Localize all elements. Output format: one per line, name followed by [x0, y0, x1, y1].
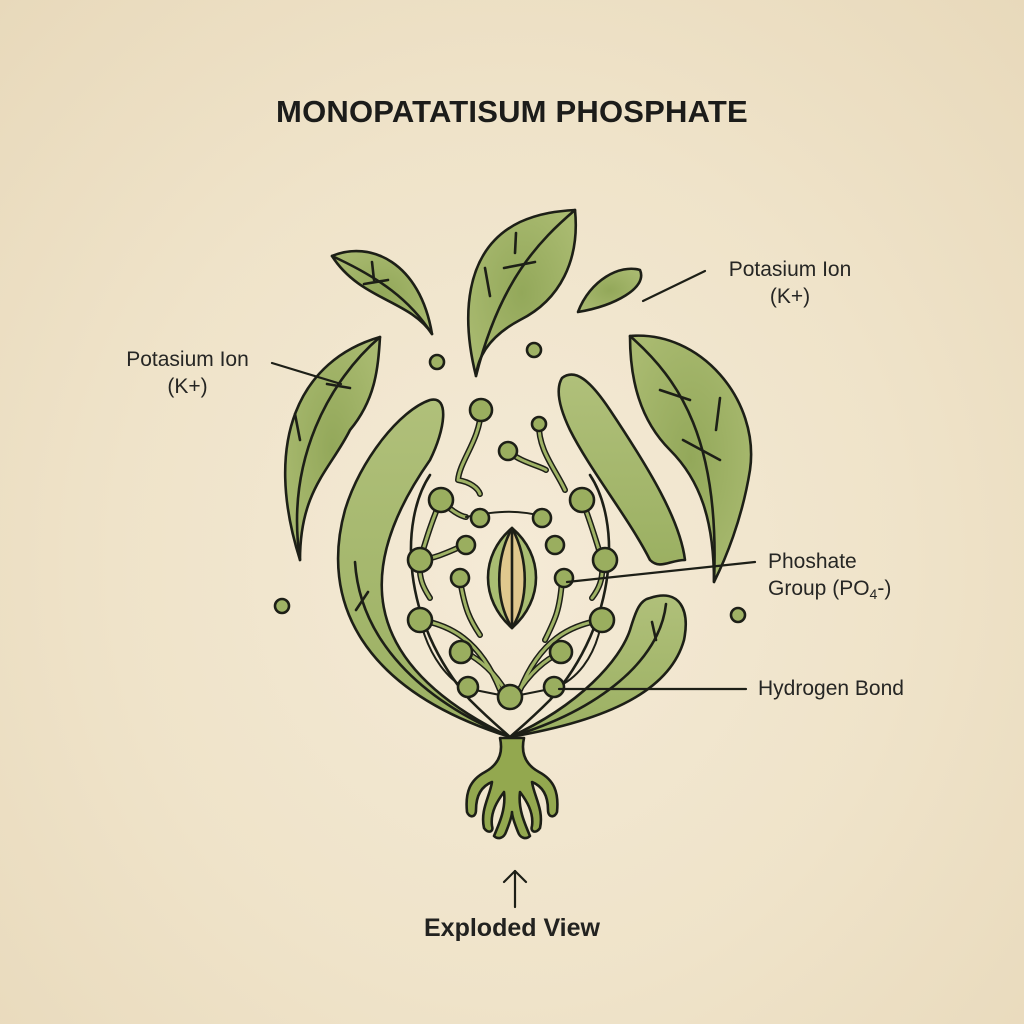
- leader-lines: [270, 269, 757, 691]
- petal-right-elongated: [557, 373, 687, 566]
- leaf-left-outer: [283, 335, 382, 562]
- leaf-small-teardrop: [576, 267, 643, 314]
- label-line: Potasium Ion: [126, 348, 249, 371]
- petal-lower-right: [508, 594, 687, 739]
- exploded-view-caption: Exploded View: [424, 914, 600, 942]
- label-line: Group (PO4-): [768, 575, 968, 608]
- roots: [465, 736, 559, 840]
- leaf-top-center: [467, 208, 578, 378]
- leaf-right-outer: [628, 334, 753, 584]
- diagram-title: MONOPATATISUM PHOSPHATE: [276, 94, 748, 129]
- label-line: Phoshate: [768, 550, 857, 573]
- up-arrow-icon: [502, 869, 528, 909]
- central-seed: [486, 526, 538, 630]
- label-potassium-ion-left: Potasium Ion (K+): [100, 346, 275, 400]
- leader-phosphate: [565, 560, 757, 584]
- formula-suffix: -): [877, 577, 892, 600]
- label-potassium-ion-right: Potasium Ion (K+): [700, 256, 880, 310]
- label-line: (K+): [167, 375, 208, 398]
- formula-subscript: 4: [869, 586, 878, 602]
- leader-potassium-left: [270, 361, 343, 386]
- formula-prefix: Group (PO: [768, 577, 870, 600]
- label-phosphate-group: Phoshate Group (PO4-): [768, 548, 968, 608]
- label-line: Potasium Ion: [728, 258, 852, 281]
- label-line: (K+): [769, 285, 811, 308]
- leaf-top-left: [330, 249, 434, 336]
- leader-potassium-right: [641, 269, 707, 303]
- floating-dots: [273, 341, 747, 624]
- label-hydrogen-bond: Hydrogen Bond: [758, 677, 904, 700]
- atoms: [406, 397, 619, 711]
